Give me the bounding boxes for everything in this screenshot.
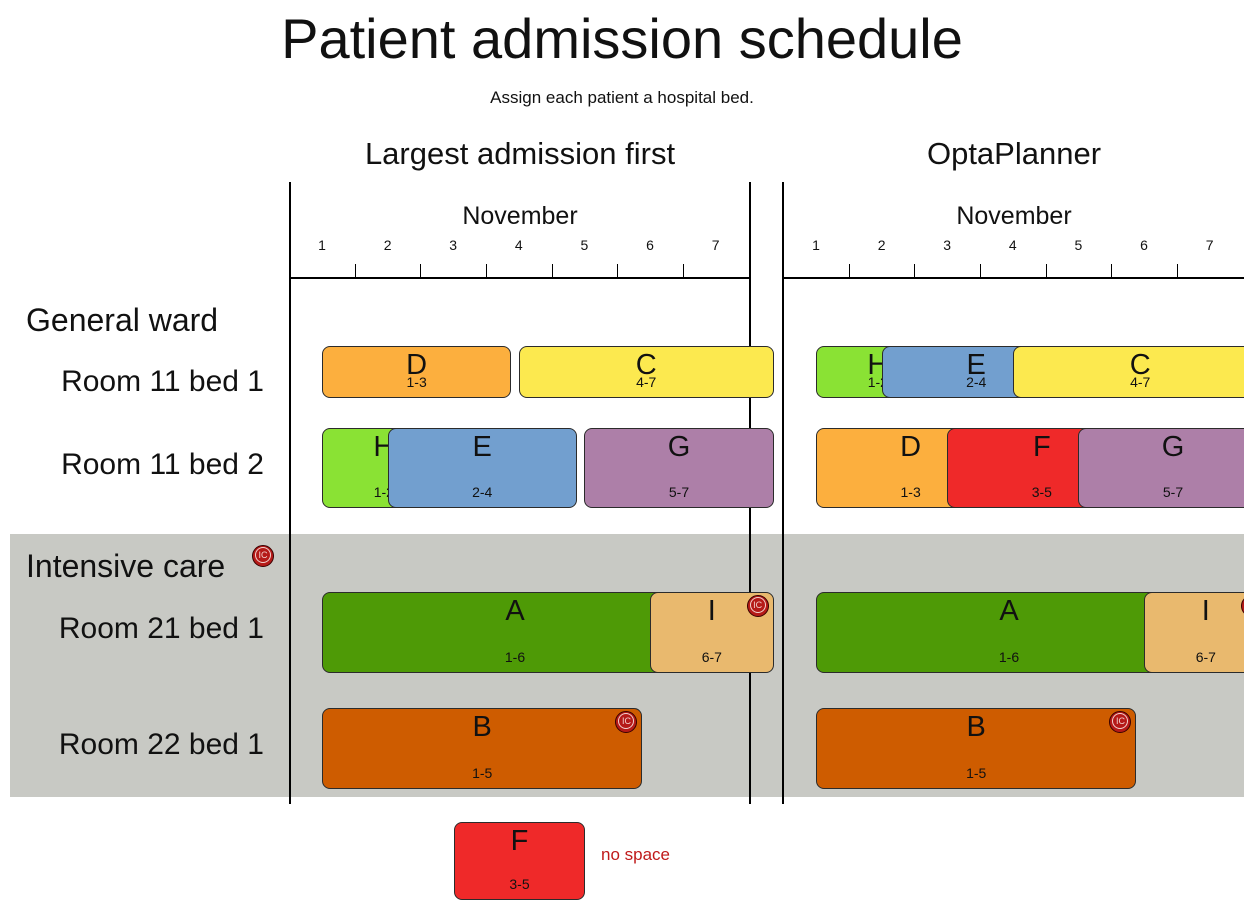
right-day-label: 4 <box>1008 237 1017 253</box>
admission-range: 1-6 <box>504 649 526 665</box>
admission-letter: C <box>1129 349 1151 381</box>
room-label: Room 21 bed 1 <box>58 612 264 645</box>
admission-range: 2-4 <box>472 484 493 500</box>
intensive-care-label: Intensive care <box>26 548 226 584</box>
right-timeline-baseline <box>782 277 1244 279</box>
unassigned-admission-block: F 3-5 <box>454 822 585 900</box>
right-day-label: 6 <box>1140 237 1148 253</box>
admission-letter: G <box>667 431 691 463</box>
admission-range: 3-5 <box>509 876 530 892</box>
admission-letter: E <box>966 349 986 381</box>
right-day-tick <box>1045 264 1047 277</box>
admission-letter: A <box>505 595 525 627</box>
right-day-tick <box>848 264 850 277</box>
left-day-tick <box>551 264 553 277</box>
admission-letter: B <box>966 711 986 743</box>
admission-range: 1-6 <box>998 649 1020 665</box>
left-admission-A: A1-6IC <box>322 592 709 673</box>
left-day-tick <box>682 264 684 277</box>
admission-range: 4-7 <box>636 374 657 390</box>
right-day-label: 5 <box>1074 237 1083 253</box>
left-month-label: November <box>462 202 578 230</box>
left-column-title: Largest admission first <box>364 136 676 171</box>
left-admission-B: B 1-5 IC <box>322 708 643 789</box>
left-axis-start-line <box>289 182 291 804</box>
right-day-tick <box>1176 264 1178 277</box>
left-day-tick <box>486 264 487 277</box>
admission-letter: E <box>472 431 492 463</box>
admission-range: 6-7 <box>1195 649 1216 665</box>
right-day-label: 1 <box>812 237 820 253</box>
admission-letter: D <box>406 349 428 381</box>
page-title: Patient admission schedule <box>281 7 963 70</box>
room-label: Room 11 bed 1 <box>61 365 264 398</box>
left-day-label: 2 <box>383 237 392 253</box>
admission-range: 1-5 <box>472 765 493 781</box>
left-day-tick <box>420 264 422 277</box>
admission-letter: C <box>635 349 657 381</box>
right-admission-G: G 5-7 <box>1078 428 1244 508</box>
intensive-care-icon: IC <box>615 711 638 733</box>
admission-range: 1-3 <box>900 484 921 500</box>
admission-letter: I <box>1201 595 1210 627</box>
right-day-label: 7 <box>1205 237 1214 253</box>
room-label: Room 22 bed 1 <box>58 728 264 761</box>
no-space-note: no space <box>601 845 670 864</box>
left-timeline-baseline <box>289 277 751 279</box>
admission-letter: B <box>472 711 492 743</box>
right-month-label: November <box>956 202 1072 230</box>
left-day-label: 3 <box>449 237 458 253</box>
room-label: Room 11 bed 2 <box>61 448 264 481</box>
admission-range: 1-3 <box>406 374 427 390</box>
admission-letter: I <box>707 595 716 627</box>
right-admission-I: I6-7IC <box>1144 592 1244 673</box>
right-day-tick <box>1111 264 1113 277</box>
left-day-label: 7 <box>711 237 720 253</box>
left-admission-G: G 5-7 <box>584 428 774 508</box>
left-admission-E: E 2-4 <box>387 428 577 508</box>
left-day-label: 6 <box>646 237 654 253</box>
right-axis-start-line <box>782 182 784 804</box>
admission-range: 5-7 <box>668 484 690 500</box>
admission-range: 4-7 <box>1130 374 1151 390</box>
intensive-care-icon: IC <box>1109 711 1132 733</box>
left-day-label: 5 <box>580 237 589 253</box>
right-day-tick <box>980 264 981 277</box>
admission-letter: F <box>510 825 529 857</box>
right-column-title: OptaPlanner <box>926 136 1102 171</box>
right-admission-B: B 1-5 IC <box>816 708 1137 789</box>
admission-range: 5-7 <box>1162 484 1184 500</box>
left-day-tick <box>617 264 619 277</box>
left-day-label: 4 <box>514 237 523 253</box>
right-day-tick <box>914 264 916 277</box>
left-day-label: 1 <box>318 237 326 253</box>
admission-range: 3-5 <box>1031 484 1052 500</box>
admission-letter: G <box>1161 431 1185 463</box>
admission-range: 1-5 <box>966 765 987 781</box>
intensive-care-badge-icon: IC <box>252 545 274 567</box>
left-day-tick <box>354 264 356 277</box>
admission-letter: D <box>900 431 922 463</box>
page-subtitle: Assign each patient a hospital bed. <box>490 88 754 107</box>
admission-letter: F <box>1032 431 1051 463</box>
admission-letter: A <box>999 595 1019 627</box>
admission-range: 2-4 <box>966 374 987 390</box>
left-admission-I: I 6-7 IC <box>650 592 774 673</box>
admission-range: 6-7 <box>701 649 722 665</box>
right-day-label: 3 <box>943 237 952 253</box>
intensive-care-icon: IC <box>746 595 769 617</box>
general-ward-label: General ward <box>26 302 219 338</box>
right-day-label: 2 <box>877 237 886 253</box>
